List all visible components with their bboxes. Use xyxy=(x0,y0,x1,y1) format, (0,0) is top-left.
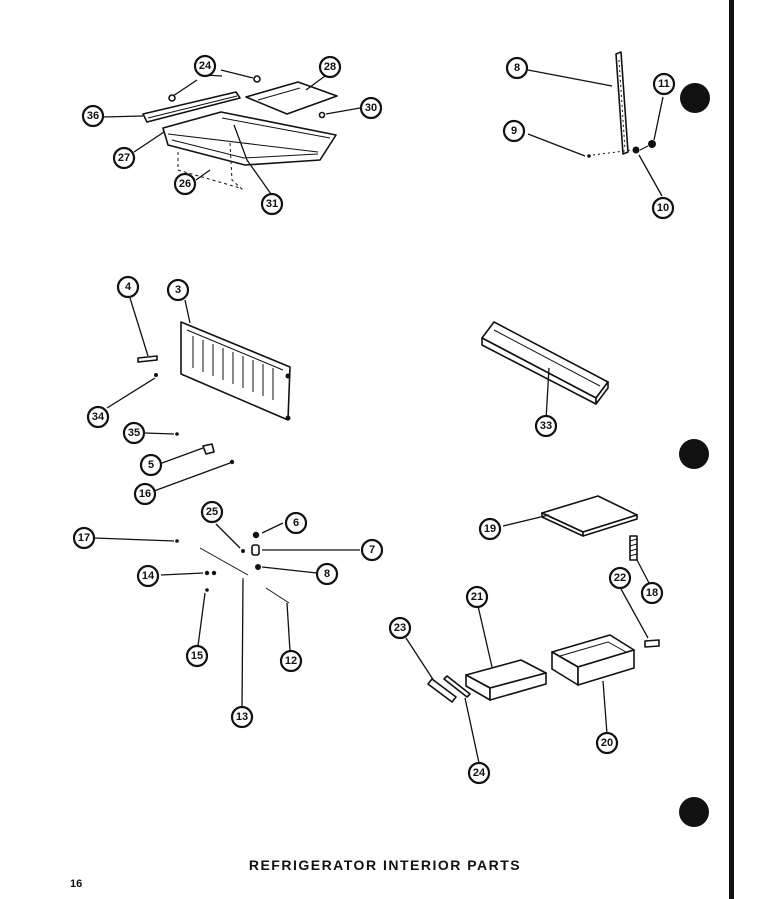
callout-8: 8 xyxy=(315,562,339,586)
svg-text:30: 30 xyxy=(365,102,377,114)
drawer-rail-2 xyxy=(443,675,471,698)
crisper-assembly xyxy=(427,495,660,703)
svg-text:11: 11 xyxy=(658,78,670,90)
svg-text:12: 12 xyxy=(285,655,297,667)
shelf-frame xyxy=(162,111,337,166)
svg-text:14: 14 xyxy=(142,570,155,582)
svg-text:15: 15 xyxy=(191,650,203,662)
callout-13: 13 xyxy=(230,705,254,729)
page-number: 16 xyxy=(70,878,83,890)
vertical-track xyxy=(615,51,629,155)
binder-hole-top xyxy=(680,83,710,113)
svg-text:23: 23 xyxy=(394,622,406,634)
svg-text:34: 34 xyxy=(92,411,105,423)
svg-text:28: 28 xyxy=(324,61,336,73)
callout-24: 24 xyxy=(467,761,491,785)
svg-text:25: 25 xyxy=(206,506,218,518)
callout-33: 33 xyxy=(534,414,558,438)
svg-text:36: 36 xyxy=(87,110,99,122)
callout-5: 5 xyxy=(139,453,163,477)
vertical-track-assembly xyxy=(587,51,656,158)
svg-text:26: 26 xyxy=(179,178,191,190)
svg-text:5: 5 xyxy=(148,459,154,471)
callout-3: 3 xyxy=(166,278,190,302)
callout-26: 26 xyxy=(173,172,197,196)
svg-text:16: 16 xyxy=(139,488,151,500)
svg-text:8: 8 xyxy=(324,568,330,580)
binder-holes xyxy=(679,83,710,827)
callout-19: 19 xyxy=(478,517,502,541)
callout-12: 12 xyxy=(279,649,303,673)
binder-hole-bottom xyxy=(679,797,709,827)
callout-34: 34 xyxy=(86,405,110,429)
hardware-rod xyxy=(199,547,249,576)
leader-lines xyxy=(93,69,664,764)
callouts: 24 28 36 30 27 26 31 8 11 9 10 4 3 34 35… xyxy=(72,54,676,785)
channel-assembly xyxy=(481,321,609,405)
callout-23: 23 xyxy=(388,616,412,640)
svg-text:4: 4 xyxy=(125,281,132,293)
callout-25: 25 xyxy=(200,500,224,524)
svg-text:35: 35 xyxy=(128,427,140,439)
shelf-insert-plate xyxy=(245,81,338,115)
page-edge-bar xyxy=(729,0,734,899)
svg-text:7: 7 xyxy=(369,544,375,556)
callout-4: 4 xyxy=(116,275,140,299)
callout-27: 27 xyxy=(112,146,136,170)
svg-text:19: 19 xyxy=(484,523,496,535)
panel-pin xyxy=(137,355,158,363)
callout-14: 14 xyxy=(136,564,160,588)
svg-text:9: 9 xyxy=(511,125,517,137)
callout-36: 36 xyxy=(81,104,105,128)
svg-text:8: 8 xyxy=(514,62,520,74)
svg-text:21: 21 xyxy=(471,591,483,603)
callout-31: 31 xyxy=(260,192,284,216)
hardware-assembly xyxy=(175,531,290,604)
svg-text:27: 27 xyxy=(118,152,130,164)
callout-9: 9 xyxy=(502,119,526,143)
callout-20: 20 xyxy=(595,731,619,755)
callout-29: 24 xyxy=(193,54,217,78)
svg-text:3: 3 xyxy=(175,284,181,296)
svg-text:24: 24 xyxy=(473,767,486,779)
svg-text:24: 24 xyxy=(199,60,212,72)
svg-text:18: 18 xyxy=(646,587,658,599)
svg-text:13: 13 xyxy=(236,711,248,723)
callout-6: 6 xyxy=(284,511,308,535)
svg-text:10: 10 xyxy=(657,202,669,214)
callout-11: 11 xyxy=(652,72,676,96)
binder-hole-middle xyxy=(679,439,709,469)
shelf-frame-assembly xyxy=(142,75,338,191)
svg-text:6: 6 xyxy=(293,517,299,529)
callout-15: 15 xyxy=(185,644,209,668)
svg-text:33: 33 xyxy=(540,420,552,432)
callout-21: 21 xyxy=(465,585,489,609)
svg-text:31: 31 xyxy=(266,198,278,210)
callout-35: 35 xyxy=(122,421,146,445)
callout-8-track: 8 xyxy=(505,56,529,80)
back-panel-assembly xyxy=(137,321,291,465)
svg-text:17: 17 xyxy=(78,532,90,544)
callout-30: 30 xyxy=(359,96,383,120)
callout-18: 18 xyxy=(640,581,664,605)
diagram-title: REFRIGERATOR INTERIOR PARTS xyxy=(248,857,522,873)
callout-7: 7 xyxy=(360,538,384,562)
callout-10: 10 xyxy=(651,196,675,220)
callout-17: 17 xyxy=(72,526,96,550)
drawer-rail xyxy=(427,678,457,703)
svg-text:22: 22 xyxy=(614,572,626,584)
callout-16: 16 xyxy=(133,482,157,506)
callout-28: 28 xyxy=(318,55,342,79)
back-panel xyxy=(180,321,291,421)
crisper-shelf xyxy=(541,495,638,533)
callout-22: 22 xyxy=(608,566,632,590)
svg-text:20: 20 xyxy=(601,737,613,749)
